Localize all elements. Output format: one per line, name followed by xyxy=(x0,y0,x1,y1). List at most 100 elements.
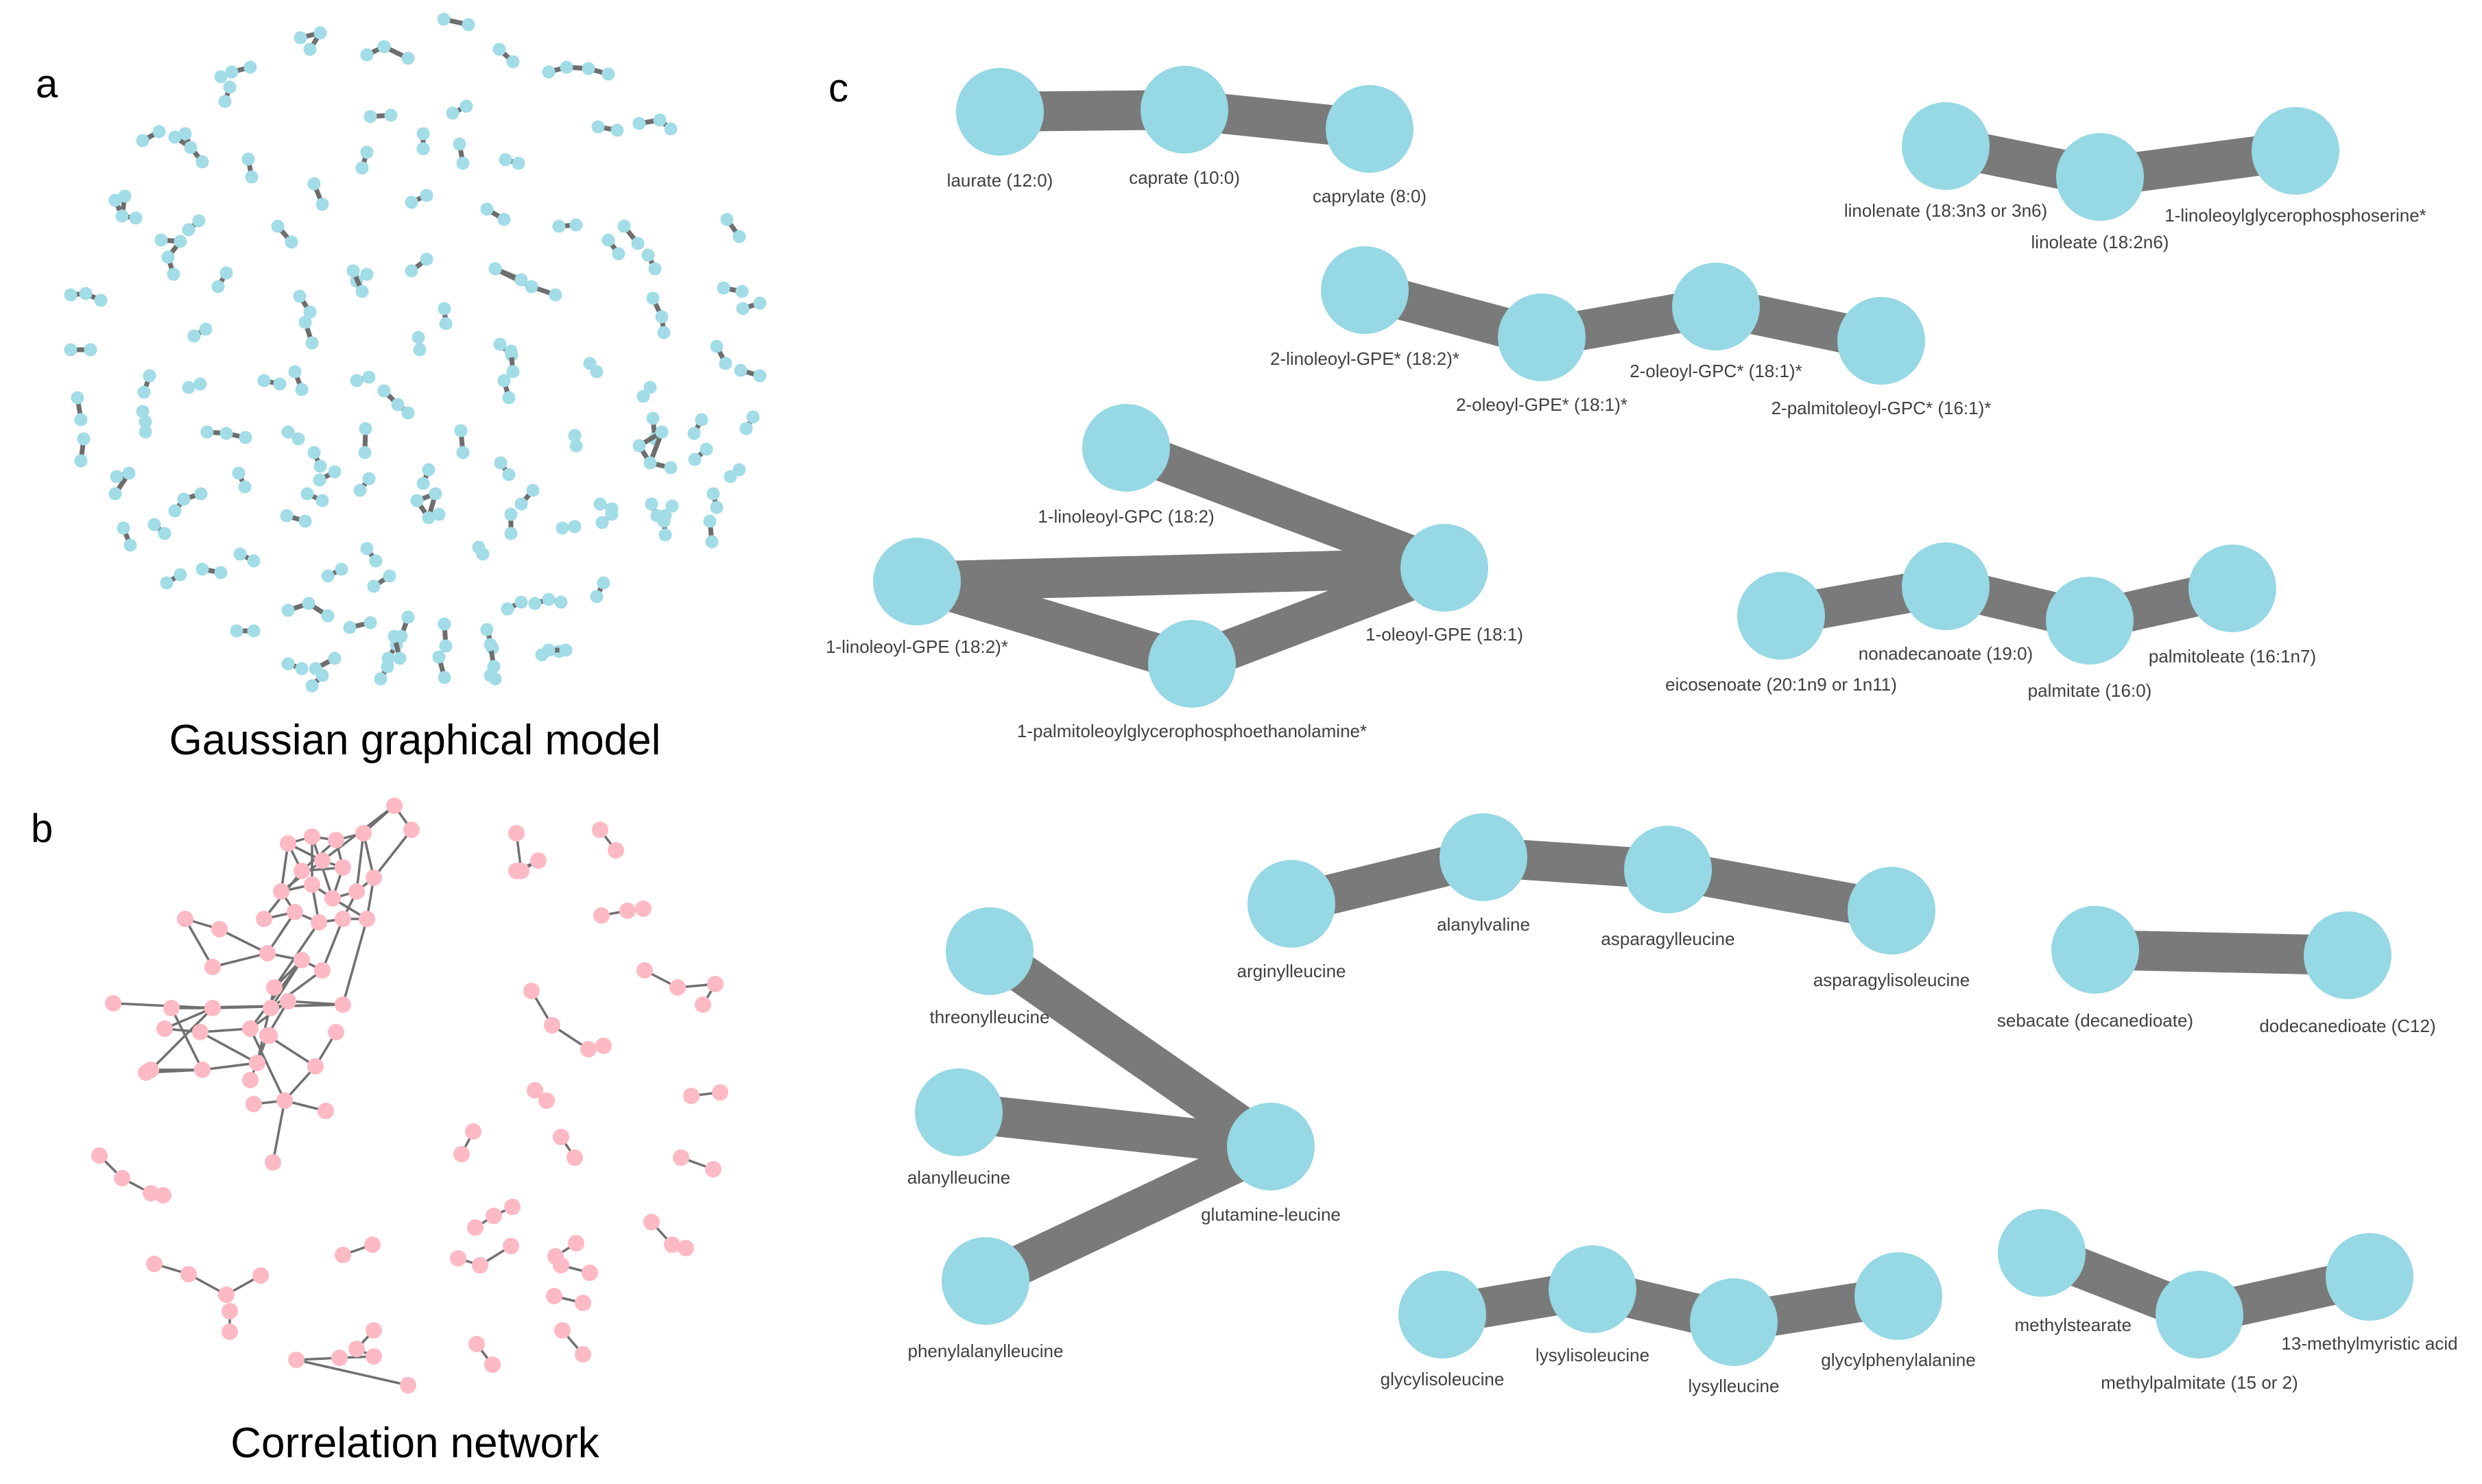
ggm-node xyxy=(211,280,225,294)
node-threonylleucine xyxy=(946,907,1034,995)
ggm-node xyxy=(416,127,430,141)
ggm-node xyxy=(74,413,88,427)
corr-edge xyxy=(202,1062,258,1071)
ggm-node xyxy=(192,214,206,228)
corr-node xyxy=(222,1303,238,1319)
ggm-node xyxy=(139,415,152,429)
ggm-node xyxy=(160,576,174,590)
corr-node xyxy=(180,1266,197,1282)
ggm-node xyxy=(291,432,305,446)
corr-node xyxy=(366,1348,382,1365)
ggm-node xyxy=(648,262,662,276)
correlation-network xyxy=(91,798,728,1393)
node-alanylleucine xyxy=(915,1068,1003,1156)
corr-node xyxy=(643,1214,660,1230)
ggm-node xyxy=(506,55,520,69)
ggm-node xyxy=(502,391,516,405)
corr-node xyxy=(155,1187,171,1204)
corr-node xyxy=(568,1235,584,1252)
ggm-node xyxy=(542,643,556,657)
ggm-node xyxy=(632,439,646,453)
corr-node xyxy=(636,962,653,979)
ggm-node xyxy=(233,547,247,561)
ggm-node xyxy=(321,569,335,583)
ggm-node xyxy=(374,672,387,686)
ggm-node xyxy=(305,679,319,693)
corr-node xyxy=(484,1356,501,1373)
ggm-node xyxy=(117,521,130,535)
corr-node xyxy=(386,798,403,814)
ggm-node xyxy=(136,405,150,418)
node-label-1-linoleoyl-gpc-18-2: 1-linoleoyl-GPC (18:2) xyxy=(1038,506,1214,527)
corr-node xyxy=(261,1027,278,1044)
ggm-node xyxy=(239,431,252,444)
ggm-node xyxy=(377,40,391,53)
node-label-2-oleoyl-gpc-18-1: 2-oleoyl-GPC* (18:1)* xyxy=(1630,361,1802,381)
ggm-node xyxy=(359,422,372,435)
ggm-node xyxy=(504,344,518,358)
ggm-node xyxy=(137,385,151,399)
corr-node xyxy=(619,902,636,919)
corr-node xyxy=(177,911,193,927)
ggm-node xyxy=(695,413,708,427)
corr-node xyxy=(335,911,351,927)
corr-node xyxy=(359,911,375,927)
ggm-node xyxy=(383,569,396,583)
node-nonadecanoate-19-0 xyxy=(1902,542,1990,630)
ggm-node xyxy=(439,317,453,331)
corr-node xyxy=(566,1149,583,1166)
ggm-node xyxy=(313,473,326,487)
corr-edge xyxy=(164,1007,213,1030)
ggm-node xyxy=(293,289,307,303)
ggm-node xyxy=(582,62,595,75)
node-palmitate-16-0 xyxy=(2046,577,2134,665)
ggm-node xyxy=(168,130,182,144)
node-label-palmitoleate-16-1n7: palmitoleate (16:1n7) xyxy=(2149,646,2316,667)
panel-b-letter: b xyxy=(31,806,53,851)
ggm-node xyxy=(617,219,631,233)
ggm-node xyxy=(569,218,583,232)
ggm-node xyxy=(167,267,180,281)
node-label-glycylphenylalanine: glycylphenylalanine xyxy=(1821,1350,1975,1370)
ggm-node xyxy=(218,95,232,108)
corr-node xyxy=(575,1346,591,1363)
ggm-node xyxy=(610,123,624,137)
node-label-phenylalanylleucine: phenylalanylleucine xyxy=(908,1341,1064,1361)
ggm-node xyxy=(161,250,175,264)
ggm-node xyxy=(369,554,383,568)
ggm-node xyxy=(108,487,122,501)
ggm-node xyxy=(243,60,257,74)
ggm-node xyxy=(307,177,321,191)
ggm-node xyxy=(147,518,161,531)
ggm-node xyxy=(245,170,259,184)
ggm-node xyxy=(655,425,669,439)
ggm-node xyxy=(504,527,518,540)
node-label-laurate-12-0: laurate (12:0) xyxy=(947,170,1053,191)
ggm-node xyxy=(110,470,123,483)
corr-node xyxy=(673,1149,689,1166)
corr-node xyxy=(242,1020,259,1037)
node-lysylleucine xyxy=(1690,1278,1778,1366)
ggm-node xyxy=(497,374,511,387)
ggm-node xyxy=(664,461,678,475)
ggm-node xyxy=(281,425,295,439)
corr-edge xyxy=(372,828,413,879)
ggm-node xyxy=(636,390,650,403)
corr-node xyxy=(593,907,610,924)
ggm-node xyxy=(281,603,295,617)
ggm-node xyxy=(182,381,195,394)
ggm-node xyxy=(280,509,294,523)
corr-node xyxy=(211,921,228,937)
corr-node xyxy=(403,822,420,838)
ggm-node xyxy=(416,142,430,156)
corr-node xyxy=(582,1265,598,1281)
ggm-node xyxy=(194,487,208,501)
ggm-node xyxy=(353,483,367,497)
edge-1-linoleoyl-gpc-18-2--1-oleoyl-gpe-18-1 xyxy=(1119,429,1452,587)
node-label-asparagylisoleucine: asparagylisoleucine xyxy=(1813,970,1970,990)
ggm-node xyxy=(200,425,214,439)
corr-node xyxy=(468,1336,485,1352)
corr-node xyxy=(246,1096,262,1112)
corr-node xyxy=(335,859,351,876)
corr-node xyxy=(91,1147,108,1164)
